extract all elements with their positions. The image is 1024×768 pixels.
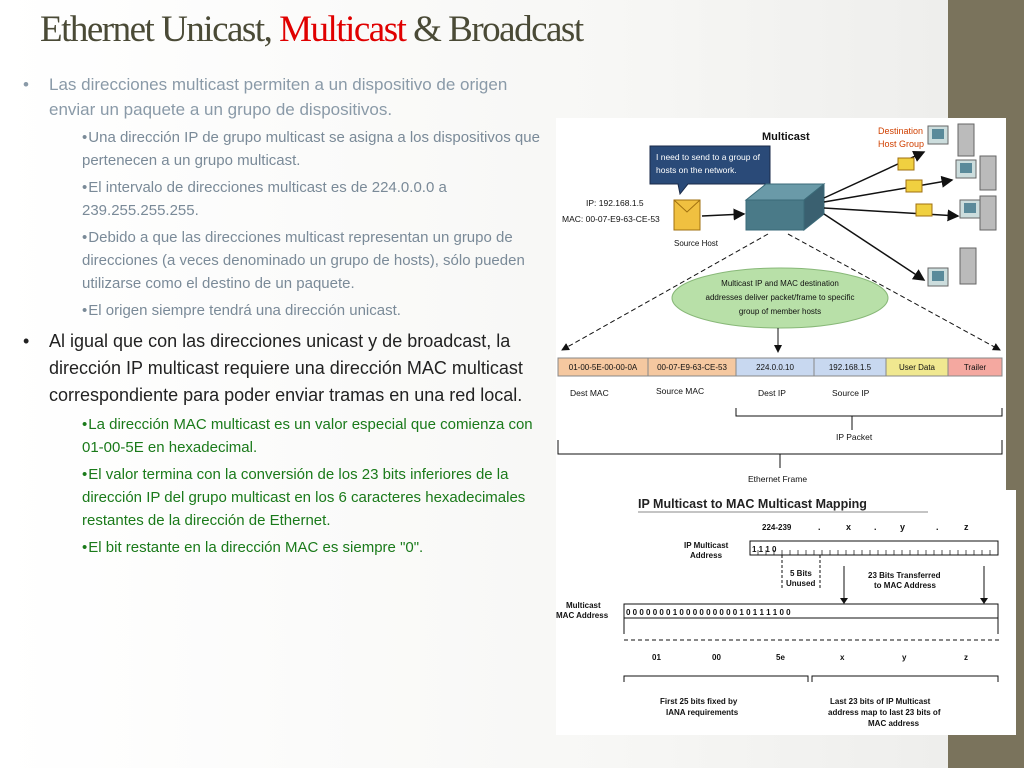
title-highlight: Multicast (279, 9, 407, 50)
source-ip: IP: 192.168.1.5 (586, 198, 644, 208)
sub-bullet-text: La dirección MAC multicast es un valor e… (82, 416, 533, 456)
frame-field: 224.0.0.10 (756, 363, 794, 372)
mac-bits: 0 0 0 0 0 0 0 1 0 0 0 0 0 0 0 0 0 1 0 1 … (626, 608, 791, 617)
ip-var: . (936, 522, 939, 532)
ip-var: . (874, 522, 877, 532)
slide-title: Ethernet Unicast, Multicast & Broadcast (40, 8, 584, 51)
envelope-icon (905, 179, 923, 193)
hex-group: 01 (652, 653, 661, 662)
frame-label: Source MAC (656, 386, 704, 396)
sub-bullet-text: Una dirección IP de grupo multicast se a… (82, 129, 540, 169)
sub-bullet-text: Debido a que las direcciones multicast r… (82, 229, 525, 292)
bullet-2: •Al igual que con las direcciones unicas… (23, 331, 523, 405)
source-mac: MAC: 00-07-E9-63-CE-53 (562, 214, 660, 224)
ip-packet-label: IP Packet (836, 432, 873, 442)
sub-bullet: •El origen siempre tendrá una dirección … (82, 302, 401, 319)
hex-group: y (902, 653, 907, 662)
sub-bullet-text: El origen siempre tendrá una dirección u… (88, 302, 401, 319)
ip-var: z (964, 522, 969, 532)
ip-bits: 1 1 1 0 (752, 545, 777, 554)
ellipse-line: group of member hosts (739, 307, 821, 316)
sub-bullet: •El intervalo de direcciones multicast e… (82, 179, 447, 219)
ip-var: x (846, 522, 851, 532)
sub-bullet: •Debido a que las direcciones multicast … (82, 229, 525, 292)
envelope-icon (915, 203, 933, 217)
ip-range-label: 224-239 (762, 523, 792, 532)
sub-bullet: •El valor termina con la conversión de l… (82, 466, 526, 529)
frame-label: Source IP (832, 388, 870, 398)
frame-field: User Data (899, 363, 936, 372)
envelope-icon (897, 157, 915, 171)
frame-label: Dest MAC (570, 388, 609, 398)
bullet-1: •Las direcciones multicast permiten a un… (23, 75, 508, 119)
frame-field: Trailer (964, 363, 987, 372)
host-computer-icon (955, 155, 997, 191)
hex-group: z (964, 653, 968, 662)
source-host-label: Source Host (674, 239, 719, 248)
sub-bullet-text: El intervalo de direcciones multicast es… (82, 179, 447, 219)
sub-bullet: •El bit restante en la dirección MAC es … (82, 539, 424, 556)
frame-field: 01-00-5E-00-00-0A (569, 363, 638, 372)
ip-var: . (818, 522, 821, 532)
mapping-title: IP Multicast to MAC Multicast Mapping (638, 497, 867, 511)
hex-group: 5e (776, 653, 785, 662)
sub-bullet-text: El valor termina con la conversión de lo… (82, 466, 526, 529)
sub-bullet: •La dirección MAC multicast es un valor … (82, 416, 533, 456)
speech-callout (649, 145, 771, 196)
host-computer-icon (959, 195, 997, 231)
info-ellipse (671, 267, 889, 329)
title-part2: & Broadcast (405, 9, 584, 50)
hex-group: 00 (712, 653, 721, 662)
mapping-diagram: IP Multicast to MAC Multicast Mapping 22… (556, 490, 1016, 735)
host-computer-icon (927, 247, 977, 287)
sub-bullet-text: El bit restante en la dirección MAC es s… (88, 539, 424, 556)
frame-field: 192.168.1.5 (829, 363, 872, 372)
host-computer-icon (927, 123, 975, 157)
hex-group: x (840, 653, 845, 662)
ellipse-line: Multicast IP and MAC destination (721, 279, 839, 288)
bullet-1-text: Las direcciones multicast permiten a un … (49, 75, 508, 119)
ethernet-frame-label: Ethernet Frame (748, 474, 807, 484)
frame-label: Dest IP (758, 388, 786, 398)
sub-bullet: •Una dirección IP de grupo multicast se … (82, 129, 540, 169)
ip-var: y (900, 522, 905, 532)
multicast-title: Multicast (762, 131, 810, 143)
bullet-2-text: Al igual que con las direcciones unicast… (49, 331, 523, 405)
slide-content: •Las direcciones multicast permiten a un… (20, 72, 540, 559)
ellipse-line: addresses deliver packet/frame to specif… (706, 293, 855, 302)
frame-field: 00-07-E9-63-CE-53 (657, 363, 727, 372)
title-part1: Ethernet Unicast, (40, 9, 280, 50)
envelope-icon (673, 199, 701, 231)
